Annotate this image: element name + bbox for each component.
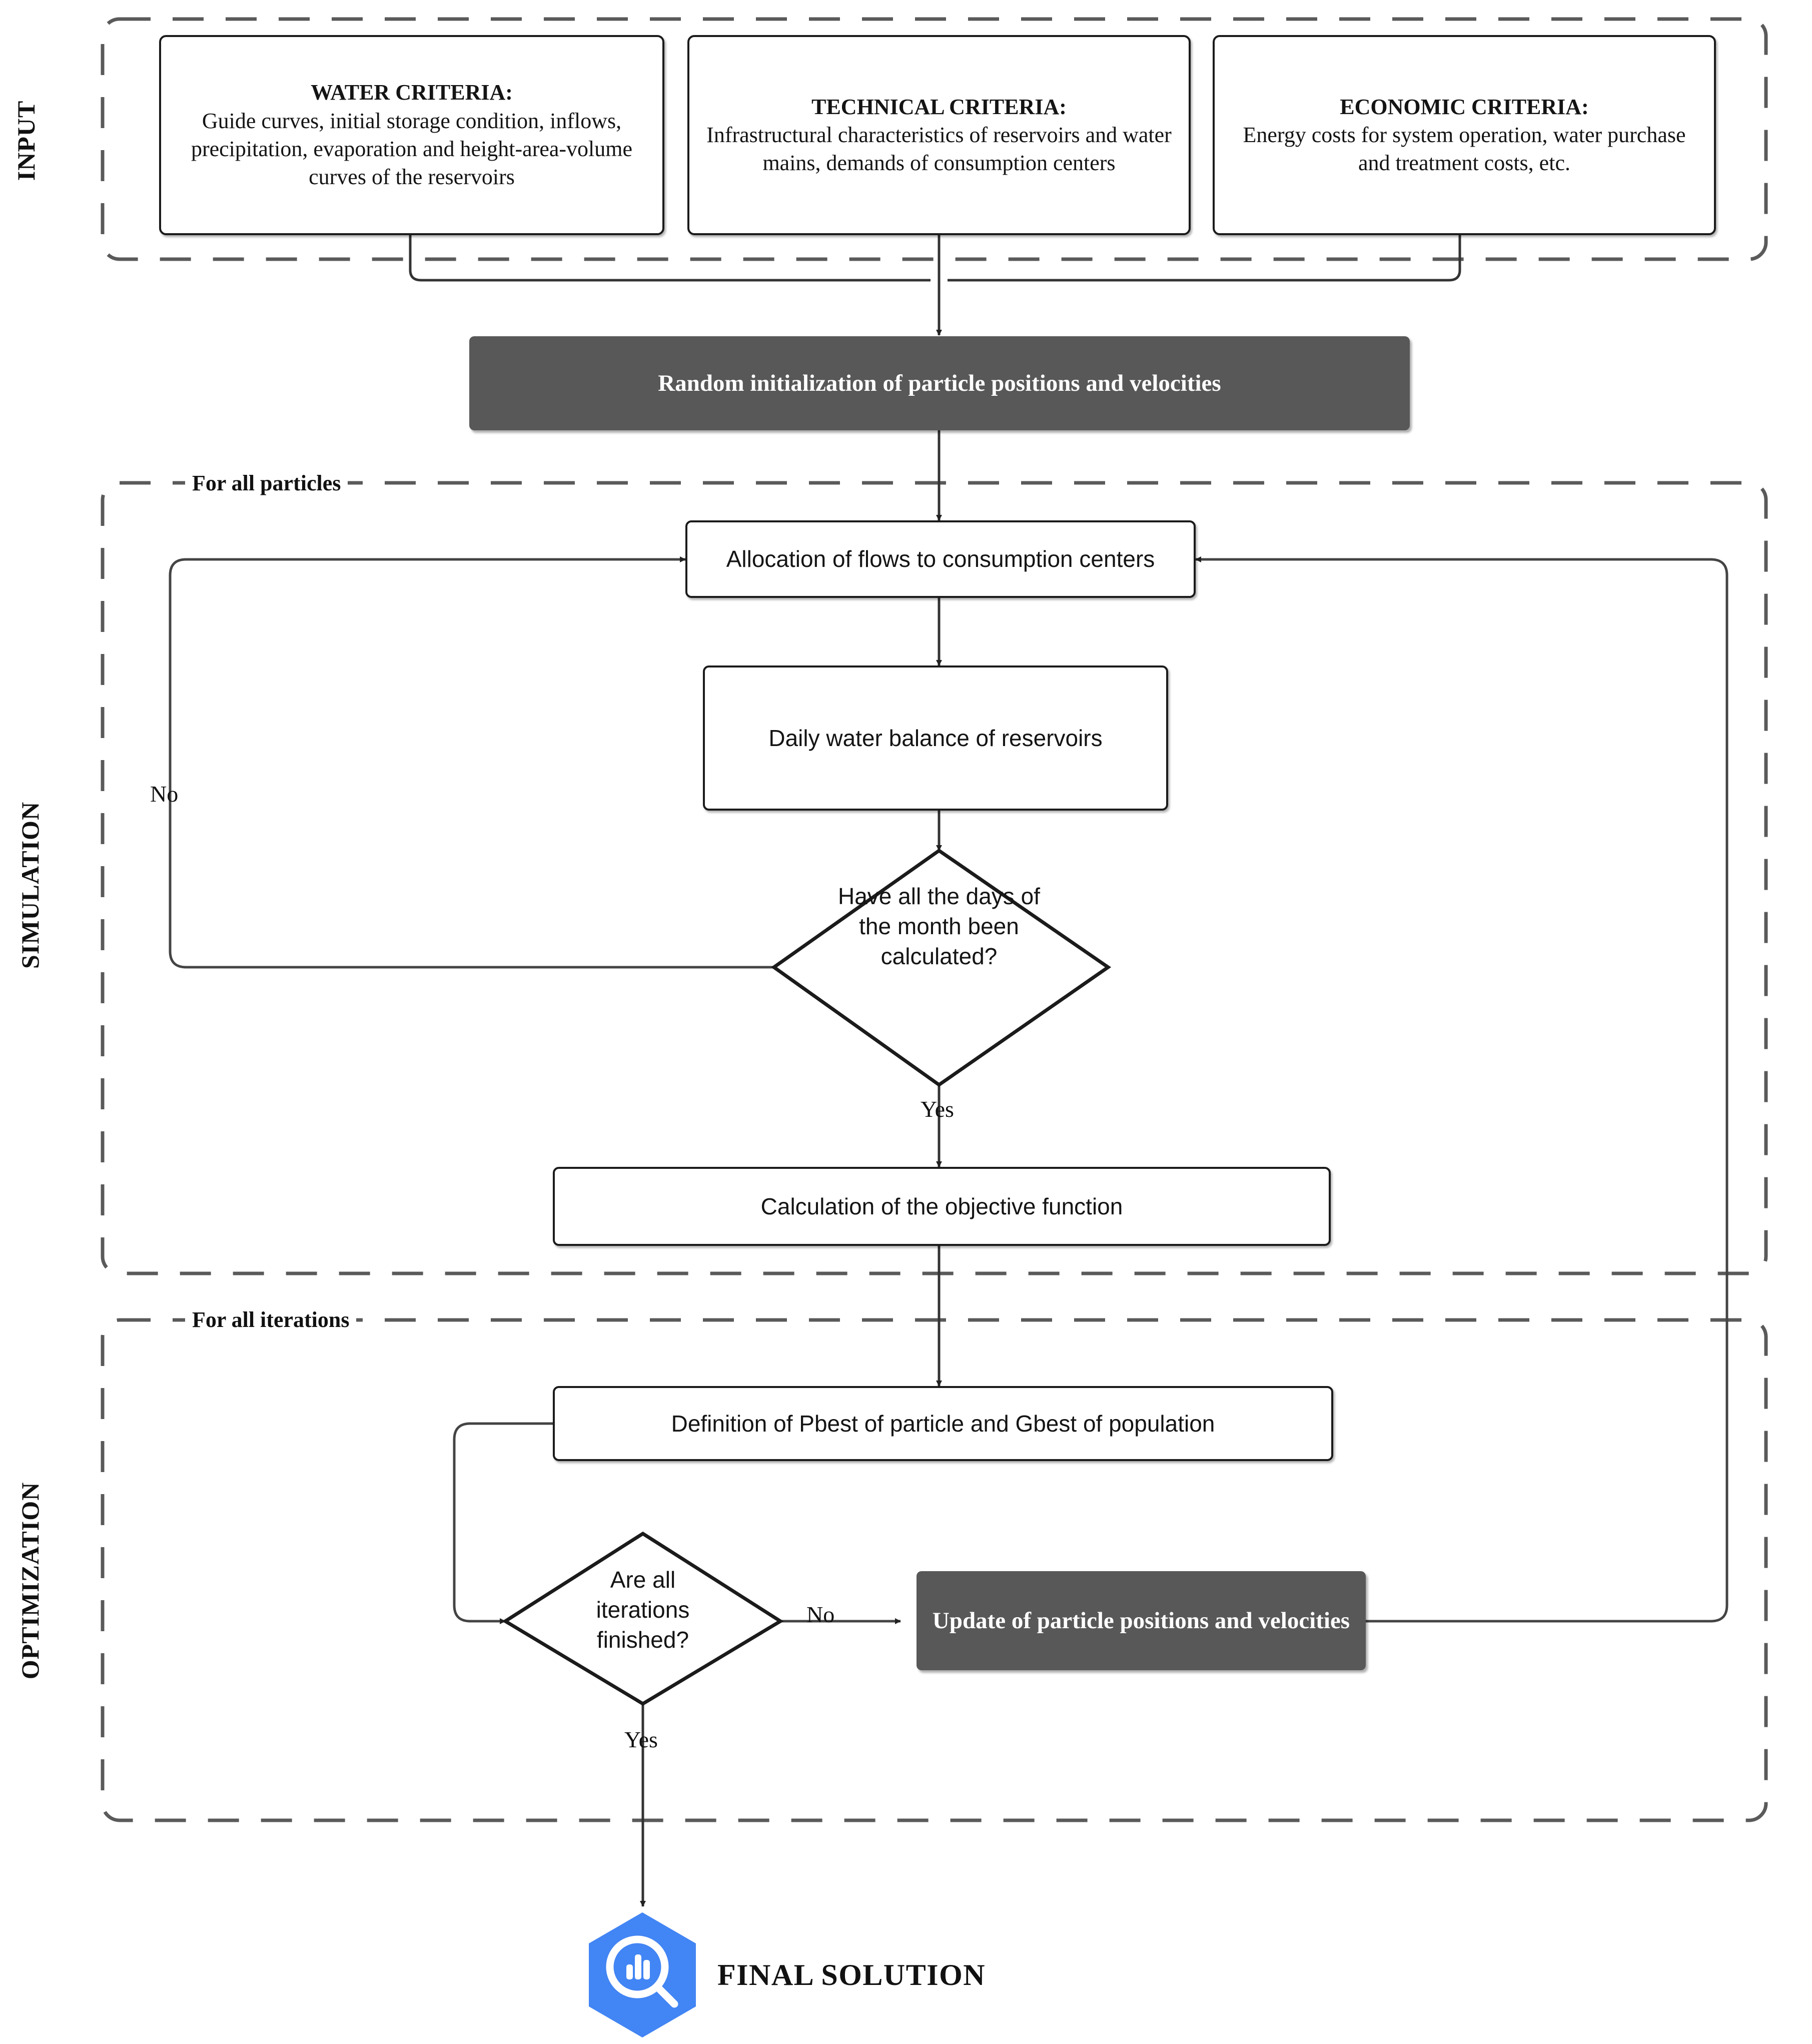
- process-update-particles[interactable]: Update of particle positions and velocit…: [917, 1571, 1366, 1670]
- process-daily-water-balance[interactable]: Daily water balance of reservoirs: [703, 665, 1168, 811]
- decision-iterations-finished-label: Are all iterations finished?: [596, 1567, 690, 1653]
- edge-label-no-days: No: [150, 781, 179, 807]
- update-particles-label: Update of particle positions and velocit…: [932, 1607, 1350, 1634]
- input-box-technical-criteria[interactable]: TECHNICAL CRITERIA: Infrastructural char…: [687, 35, 1191, 235]
- group-caption-for-all-iterations: For all iterations: [185, 1307, 357, 1332]
- water-criteria-title: WATER CRITERIA:: [311, 80, 513, 105]
- economic-criteria-title: ECONOMIC CRITERIA:: [1340, 94, 1589, 119]
- decision-days-of-month-label: Have all the days of the month been calc…: [837, 883, 1040, 969]
- definition-pbest-label: Definition of Pbest of particle and Gbes…: [671, 1410, 1215, 1437]
- process-definition-pbest-gbest[interactable]: Definition of Pbest of particle and Gbes…: [553, 1386, 1333, 1461]
- input-box-economic-criteria[interactable]: ECONOMIC CRITERIA: Energy costs for syst…: [1213, 35, 1716, 235]
- process-random-initialization[interactable]: Random initialization of particle positi…: [469, 336, 1410, 430]
- technical-criteria-body: Infrastructural characteristics of reser…: [706, 122, 1172, 176]
- group-caption-for-all-particles: For all particles: [185, 470, 348, 496]
- edge-label-yes-days: Yes: [921, 1096, 954, 1122]
- decision-iterations-finished: [502, 1531, 784, 1706]
- final-solution[interactable]: FINAL SOLUTION: [584, 1910, 986, 2039]
- simulation-group-border: [101, 481, 1768, 1275]
- random-initialization-label: Random initialization of particle positi…: [658, 370, 1221, 396]
- water-criteria-body: Guide curves, initial storage condition,…: [191, 108, 633, 190]
- section-label-simulation: SIMULATION: [16, 801, 44, 969]
- objective-function-label: Calculation of the objective function: [760, 1193, 1123, 1219]
- process-allocation-of-flows[interactable]: Allocation of flows to consumption cente…: [685, 520, 1196, 598]
- section-label-optimization: OPTIMIZATION: [16, 1482, 44, 1680]
- decision-days-of-month: [770, 848, 1112, 1087]
- edge-label-no-iterations: No: [806, 1602, 835, 1627]
- technical-criteria-title: TECHNICAL CRITERIA:: [811, 94, 1067, 119]
- daily-balance-label: Daily water balance of reservoirs: [768, 725, 1103, 751]
- input-box-water-criteria[interactable]: WATER CRITERIA: Guide curves, initial st…: [159, 35, 664, 235]
- section-label-input: INPUT: [12, 100, 40, 181]
- allocation-label: Allocation of flows to consumption cente…: [726, 546, 1155, 572]
- edge-label-yes-iterations: Yes: [624, 1727, 658, 1752]
- analytics-hexagon-icon: [589, 1912, 696, 2037]
- final-solution-label: FINAL SOLUTION: [717, 1958, 986, 1991]
- economic-criteria-body: Energy costs for system operation, water…: [1243, 122, 1686, 176]
- process-objective-function[interactable]: Calculation of the objective function: [553, 1167, 1331, 1246]
